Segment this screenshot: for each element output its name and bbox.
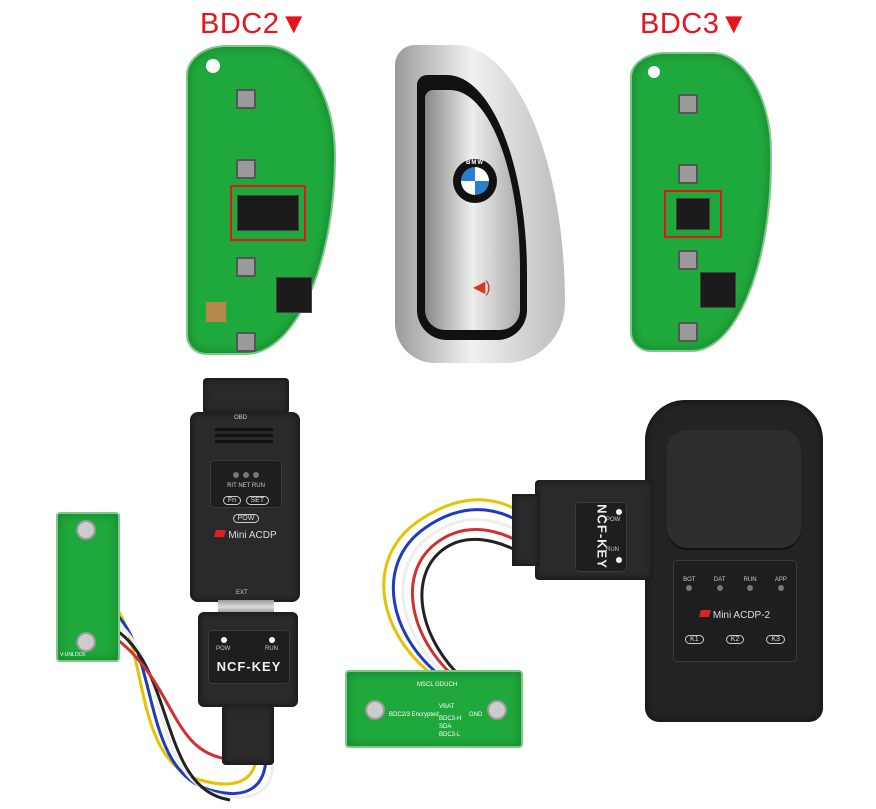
chip [700,272,736,308]
led-indicator [686,585,693,591]
tactile-button [678,322,698,342]
chip [276,277,312,313]
tactile-button [236,159,256,179]
pow-led [616,509,622,515]
sda-label: SDA [439,724,452,730]
pow-led-label: POW [606,517,621,523]
obd-label: OBD [234,415,248,421]
vbat-label: VBAT [439,704,455,710]
pow-led-label: POW [216,646,231,652]
device-name: Mini ACDP [228,530,277,541]
board-label: BDC2/3 Encrypted [389,712,439,718]
run-led-label: RUN [606,547,619,553]
led-label-net: NET [238,483,251,489]
ncf-key-adapter: POW RUN NCF-KEY [198,612,298,707]
tactile-button [678,250,698,270]
k3-button[interactable]: K3 [766,635,785,644]
bdc3l-label: BDC3-L [439,732,461,738]
potentiometer [76,632,96,652]
control-panel: BOT DAT RUN APP Mini ACDP-2 K1 K2 K3 [673,560,797,662]
ribbon-connector [512,494,540,566]
mini-acdp-device [203,378,289,414]
ribbon-connector [222,705,274,765]
bmw-brand-text: BMW [466,160,484,166]
ncf-key-label: NCF-KEY [216,659,282,674]
ext-label: EXT [236,590,248,596]
k1-button[interactable]: K1 [685,635,704,644]
keyring-hole [206,59,220,73]
led-indicator [777,585,784,591]
bmw-logo: BMW [453,159,497,203]
bmw-key-fob: BMW ◀) [395,45,567,365]
pow-button[interactable]: POW [232,514,260,523]
potentiometer [365,700,385,720]
highlighted-chip [230,185,306,241]
brand-logo-icon [214,530,227,538]
run-led-label: RUN [265,646,278,652]
led-indicator [716,585,723,591]
ncf-key-adapter-side: NCF-KEY POW RUN [535,480,653,580]
potentiometer [487,700,507,720]
vent-slots [215,428,273,431]
pow-led [221,637,227,643]
bdc3-label: BDC3▼ [640,8,749,40]
led-indicator [747,585,754,591]
led-label-rit: RIT [227,483,237,489]
db-connector [218,600,274,614]
control-panel: RIT NET RUN Fn SET POW Mini ACDP [210,460,282,541]
tactile-button [236,89,256,109]
bdc3h-label: BDC3-H [439,716,462,722]
bdc-adapter-board: MSCL GDUCH BDC2/3 Encrypted VBAT BDC3-H … [345,670,523,748]
brand-logo-icon [698,610,711,618]
fn-button[interactable]: Fn [222,496,242,505]
run-led [269,637,275,643]
run-led [616,557,622,563]
bot-led-label: BOT [683,577,696,583]
bdc2-label: BDC2▼ [200,8,309,40]
led-indicator [232,472,239,478]
mini-acdp-body: OBD RIT NET RUN Fn SET POW Mini ACDP EXT [190,412,300,602]
device-name: Mini ACDP-2 [712,610,771,621]
mini-acdp2-device: BOT DAT RUN APP Mini ACDP-2 K1 K2 K3 [645,400,823,722]
crystal [206,302,226,322]
set-button[interactable]: SET [245,496,270,505]
adapter-panel: POW RUN NCF-KEY [208,630,290,684]
ncf-key-label: NCF-KEY [594,504,610,569]
potentiometer [76,520,96,540]
keyring-hole [648,66,660,78]
run-led-label: RUN [743,577,757,583]
chip [237,195,299,231]
adapter-panel: NCF-KEY POW RUN [575,502,627,572]
tactile-button [678,164,698,184]
panic-icon: ◀) [473,279,491,296]
led-label-run: RUN [251,483,265,489]
gnd-label: GND [469,712,483,718]
chip [676,198,710,230]
small-adapter-board: V-UNLOCK [56,512,120,662]
bdc2-pcb [186,45,336,355]
pin-labels: MSCL GDUCH [417,682,458,688]
highlighted-chip [664,190,722,238]
board-label: V-UNLOCK [60,652,86,658]
device-lid [667,430,801,550]
tactile-button [236,332,256,352]
k2-button[interactable]: K2 [725,635,745,644]
led-indicator [253,472,260,478]
tactile-button [236,257,256,277]
dat-led-label: DAT [713,577,726,583]
tactile-button [678,94,698,114]
led-indicator [243,472,249,478]
app-led-label: APP [774,577,787,583]
